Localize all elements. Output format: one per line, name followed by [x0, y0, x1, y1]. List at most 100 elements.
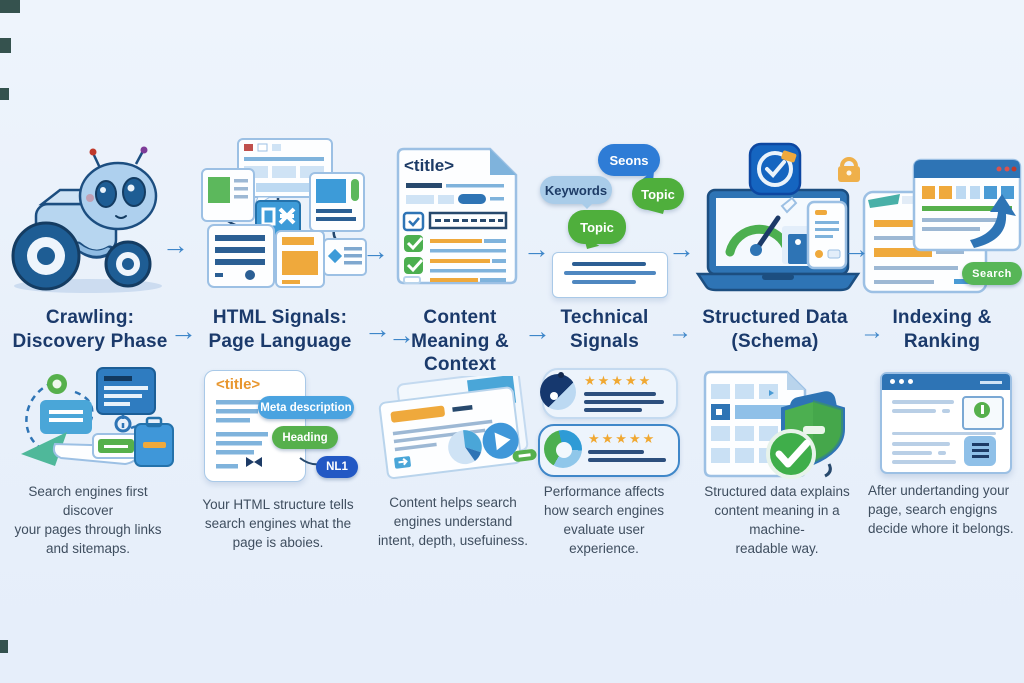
text-line	[892, 460, 956, 464]
text-line	[892, 400, 954, 404]
flow-arrow: →	[843, 234, 870, 264]
text-line	[892, 451, 932, 455]
meta-description-badge: Meta description	[258, 396, 354, 419]
robot-eye	[122, 177, 146, 207]
content-media-cards-illustration	[378, 376, 537, 480]
laptop-speed-gauge-illustration	[695, 142, 861, 292]
column-title-structured-data: Structured Data (Schema)	[702, 307, 848, 352]
connected-page-cards-illustration	[201, 138, 367, 288]
heading-badge: Heading	[272, 426, 338, 449]
flow-arrow: →	[170, 316, 197, 346]
edge-artifact	[0, 88, 9, 100]
check-circle-icon	[766, 429, 816, 479]
checkbox-icon	[402, 211, 425, 232]
flow-arrow: →	[668, 234, 695, 264]
status-box	[962, 396, 1004, 430]
title-checklist-document-illustration	[396, 147, 518, 285]
window-titlebar	[882, 374, 1010, 390]
page-node-card	[96, 367, 156, 415]
column-title-content-meaning: Content Meaning & Context	[411, 307, 509, 376]
column-title-technical-signals: Technical Signals	[560, 307, 649, 352]
pie-center	[556, 442, 572, 458]
topic-bubble: Topic	[632, 178, 684, 210]
text-line	[942, 409, 950, 413]
edge-artifact	[0, 640, 8, 653]
laptop-base	[695, 272, 861, 292]
star-rating: ★★★★★	[588, 431, 657, 446]
title-tag-label: <title>	[404, 156, 455, 175]
window-dot	[890, 379, 895, 384]
content-card	[552, 252, 668, 298]
flow-arrow: →	[162, 230, 189, 260]
description-crawling: Search engines first discover your pages…	[14, 484, 162, 556]
flow-arrow: →	[388, 320, 415, 350]
description-structured-data: Structured data explains content meaning…	[704, 484, 850, 556]
status-mark	[981, 405, 984, 414]
flow-arrow: →	[362, 236, 389, 266]
flow-arrow: →	[860, 318, 884, 345]
dashed-field	[428, 211, 508, 230]
folded-corner	[490, 149, 516, 175]
column-title-crawling: Crawling: Discovery Phase	[12, 307, 168, 352]
titlebar-dash	[980, 381, 1002, 384]
gauge-badge-icon	[540, 374, 576, 410]
link-ring-icon	[114, 415, 132, 433]
text-line	[892, 409, 936, 413]
image-placeholder	[208, 177, 230, 203]
title-tag-label-bottom: <title>	[216, 376, 261, 393]
lock-icon	[838, 157, 860, 182]
menu-line	[972, 443, 989, 446]
text-line	[584, 392, 656, 396]
star-rating-cards-illustration: ★★★★★ ★★★★★	[538, 368, 680, 477]
schema-grid-shield-check-illustration	[703, 370, 845, 479]
text-line	[584, 408, 642, 412]
column-title-html-signals: HTML Signals: Page Language	[208, 307, 352, 352]
star-rating: ★★★★★	[584, 373, 653, 388]
nl1-badge: NL1	[316, 456, 358, 478]
edge-artifact	[0, 38, 11, 53]
text-line	[938, 451, 946, 455]
menu-line	[972, 449, 989, 452]
flow-arrow: →	[668, 318, 692, 345]
window-dot	[908, 379, 913, 384]
column-title-indexing-ranking: Indexing & Ranking	[892, 307, 992, 352]
window-dot	[899, 379, 904, 384]
search-button: Search	[962, 262, 1022, 285]
link-discovery-map-illustration	[21, 367, 174, 467]
divider-line	[892, 432, 996, 435]
up-arrow-ribbon	[970, 194, 1016, 248]
description-indexing-ranking: After undertanding your page, search eng…	[868, 483, 1014, 536]
x-glyph	[278, 207, 296, 225]
description-technical-signals: Performance affects how search engines e…	[543, 484, 665, 556]
text-line	[588, 450, 644, 454]
edge-artifact	[0, 0, 20, 13]
check-icon	[404, 257, 423, 274]
text-line	[588, 458, 666, 462]
flow-arrow: →	[364, 314, 391, 344]
robot-crawler-illustration	[11, 146, 162, 293]
search-result-windows-illustration	[862, 158, 1022, 294]
semantics-bubble: Seons	[598, 144, 660, 176]
folder-icon	[781, 150, 797, 163]
robot-eye	[95, 180, 117, 208]
flow-arrow: →	[524, 316, 551, 346]
description-content-meaning: Content helps search engines understand …	[377, 495, 529, 548]
text-line	[572, 262, 646, 266]
bow-glyph	[246, 457, 262, 467]
teal-note-card	[40, 400, 92, 434]
topic-bubble: Topic	[568, 210, 626, 244]
text-card	[207, 224, 275, 288]
description-html-signals: Your HTML structure tells search engines…	[202, 497, 354, 550]
text-line	[564, 271, 656, 275]
check-icon	[404, 235, 423, 252]
gauge-icon	[725, 224, 791, 257]
indexed-page-window-illustration	[880, 372, 1012, 474]
text-line	[892, 442, 950, 446]
window-titlebar	[914, 160, 1020, 178]
flow-arrow: →	[523, 234, 550, 264]
keyword-topic-bubbles-illustration: Seons Keywords Topic Topic	[540, 140, 690, 298]
gauge-antenna	[558, 372, 564, 378]
text-line	[572, 280, 636, 284]
gauge-dot	[550, 392, 558, 400]
